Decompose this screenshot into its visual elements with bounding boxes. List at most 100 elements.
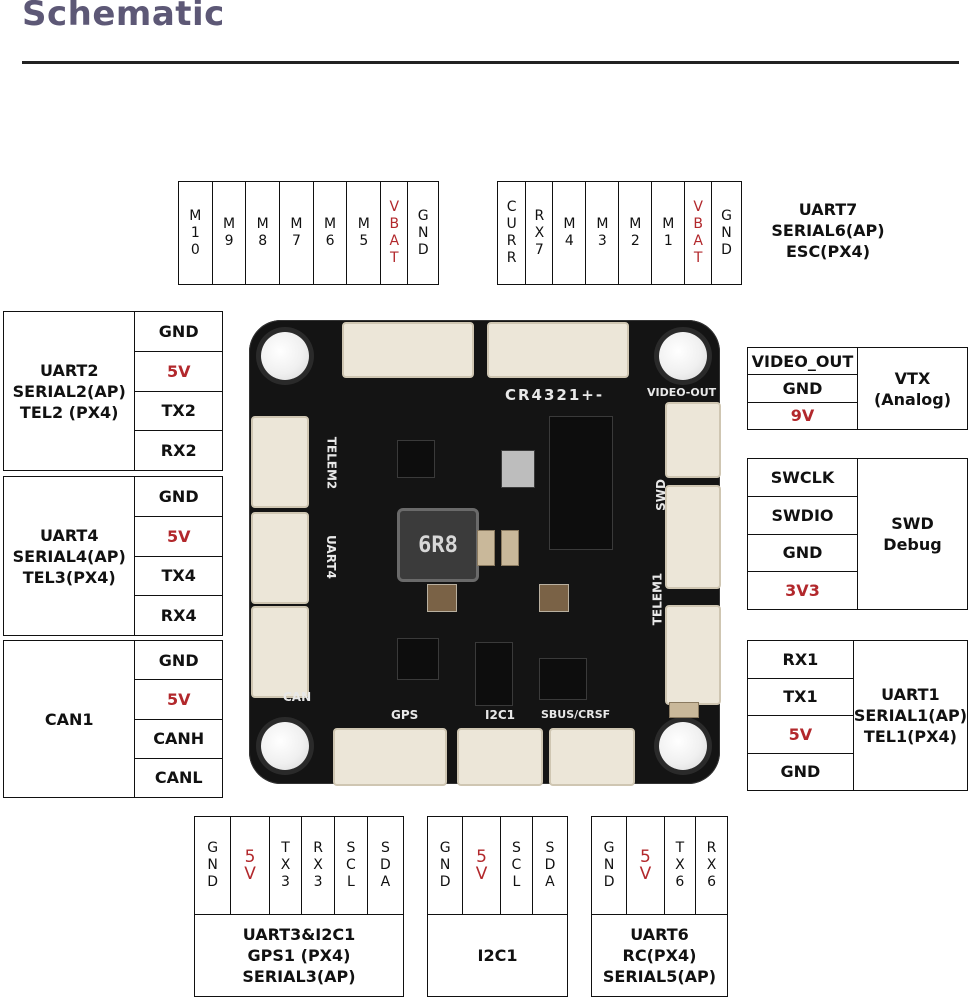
right-uart1-pin-gnd: GND bbox=[747, 752, 854, 791]
gps-chip bbox=[397, 638, 439, 680]
left-can1-pin-gnd: GND bbox=[134, 639, 223, 681]
telem2-silk: TELEM2 bbox=[324, 436, 339, 490]
i2c1-connector bbox=[457, 728, 543, 786]
mounting-hole-bottom-right bbox=[659, 722, 707, 770]
i2c1-silk: I2C1 bbox=[485, 708, 515, 722]
gps-connector bbox=[333, 728, 447, 786]
motor-connector-right bbox=[487, 322, 629, 378]
left-can1-label: CAN1 bbox=[2, 640, 136, 798]
left-uart4-pin-gnd: GND bbox=[134, 476, 223, 517]
capacitor-2 bbox=[501, 530, 519, 566]
left-uart2-pin-gnd: GND bbox=[134, 311, 223, 352]
left-can1-pin-canl: CANL bbox=[134, 757, 223, 799]
right-vtx-pin-video-out: VIDEO_OUT bbox=[747, 346, 858, 376]
right-uart1-pin-tx1: TX1 bbox=[747, 677, 854, 716]
video-out-silk: VIDEO-OUT bbox=[647, 386, 717, 399]
swd-connector bbox=[665, 485, 721, 589]
left-can1-pin-5v: 5V bbox=[134, 679, 223, 720]
right-vtx-pin-9v: 9V bbox=[747, 401, 858, 431]
right-swd-pin-swclk: SWCLK bbox=[747, 458, 858, 497]
component-1 bbox=[427, 584, 457, 612]
left-uart4-pin-rx4: RX4 bbox=[134, 595, 223, 636]
left-uart2-pin-tx2: TX2 bbox=[134, 390, 223, 432]
right-swd-pin-3v3: 3V3 bbox=[747, 571, 858, 610]
left-uart2-pin-5v: 5V bbox=[134, 350, 223, 392]
right-vtx-label: VTX(Analog) bbox=[857, 347, 968, 430]
inductor-label: 6R8 bbox=[418, 532, 458, 558]
swd-silk: SWD bbox=[653, 479, 668, 511]
sbus-crsf-connector bbox=[549, 728, 635, 786]
capacitor-3 bbox=[669, 702, 699, 718]
regulator-chip bbox=[397, 440, 435, 478]
mcu-chip bbox=[549, 416, 613, 550]
left-uart4-pin-5v: 5V bbox=[134, 515, 223, 557]
right-uart1-pin-5v: 5V bbox=[747, 715, 854, 754]
right-vtx-pin-gnd: GND bbox=[747, 374, 858, 403]
board-model-silk: CR4321+- bbox=[505, 386, 605, 404]
telem1-connector bbox=[665, 605, 721, 705]
page-title: Schematic bbox=[22, 0, 225, 34]
can-silk: CAN bbox=[283, 690, 312, 704]
can-connector bbox=[251, 606, 309, 698]
left-uart2-pin-rx2: RX2 bbox=[134, 430, 223, 471]
right-uart1-pin-rx1: RX1 bbox=[747, 640, 854, 679]
capacitor-1 bbox=[477, 530, 495, 566]
left-uart4-pin-tx4: TX4 bbox=[134, 555, 223, 597]
left-can1-pin-canh: CANH bbox=[134, 718, 223, 759]
video-out-connector bbox=[665, 402, 721, 478]
sbus-crsf-silk: SBUS/CRSF bbox=[541, 708, 611, 721]
crystal bbox=[501, 450, 535, 488]
uart4-silk: UART4 bbox=[323, 535, 338, 579]
component-2 bbox=[539, 584, 569, 612]
bottom-i2c1-label: I2C1 bbox=[427, 914, 568, 997]
sbus-chip bbox=[539, 658, 587, 700]
mounting-hole-bottom-left bbox=[261, 722, 309, 770]
title-underline bbox=[22, 61, 959, 64]
mounting-hole-top-right bbox=[659, 332, 707, 380]
